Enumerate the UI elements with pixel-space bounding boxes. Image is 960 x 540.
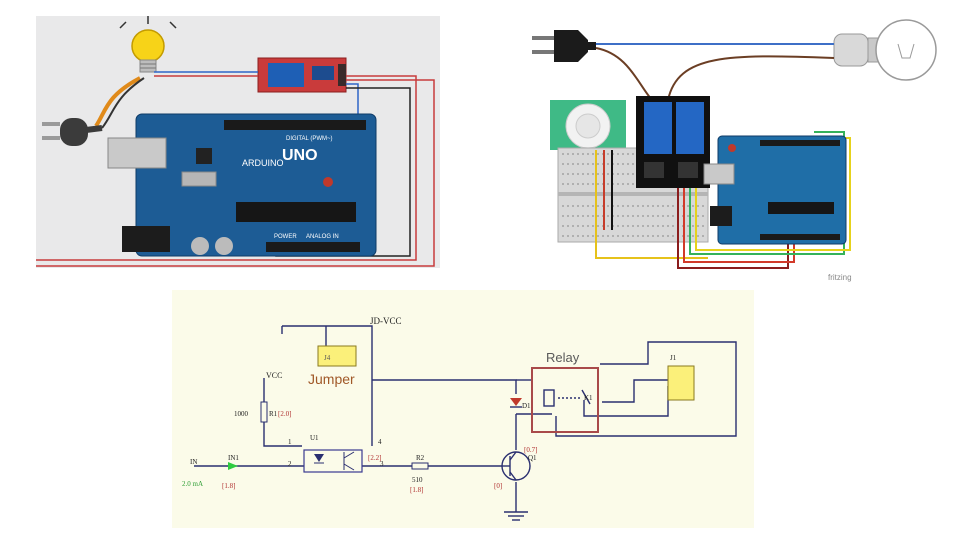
board-brand: ARDUINO <box>242 158 284 168</box>
r1-value: 1000 <box>234 410 249 418</box>
arduino-uno-board: UNO ARDUINO DIGITAL (PWM~) ANALOG IN POW… <box>107 113 377 257</box>
jumper-label: Jumper <box>308 371 355 387</box>
fritzing-credit: fritzing <box>828 273 852 282</box>
fritzing-canvas: fritzing <box>532 19 937 282</box>
j1-connector <box>667 365 695 401</box>
in-led-code: [1.8] <box>222 482 235 490</box>
power-plug-icon <box>42 76 145 146</box>
u1-label: U1 <box>310 434 319 442</box>
q1-code-bottom: [0] <box>494 482 502 490</box>
u1-code: [2.2] <box>368 454 381 462</box>
in-label: IN <box>190 458 197 466</box>
d1-diode <box>510 398 522 406</box>
jd-vcc-label: JD-VCC <box>370 316 402 326</box>
arduino-uno-board <box>703 135 847 245</box>
sensor-wires <box>595 131 851 269</box>
u1-pin2: 2 <box>288 460 292 468</box>
u1-pin1: 1 <box>288 438 292 446</box>
r2-value: 510 <box>412 476 423 484</box>
board-analog-label: ANALOG IN <box>306 234 339 240</box>
light-bulb-icon <box>119 16 177 73</box>
board-name: UNO <box>282 147 318 164</box>
pir-sensor <box>550 100 626 150</box>
r2-resistor <box>411 462 429 470</box>
u1-optocoupler <box>303 449 363 473</box>
r2-code: [1.8] <box>410 486 423 494</box>
u1-pin3: 3 <box>380 460 384 468</box>
in-led-label: IN1 <box>228 454 239 462</box>
vcc-label: VCC <box>266 371 282 380</box>
board-power-label: POWER <box>274 234 297 240</box>
fritzing-breadboard-illustration: fritzing <box>528 14 940 282</box>
u1-pin4: 4 <box>378 438 382 446</box>
jumper-part: J4 <box>324 354 331 362</box>
arduino-relay-illustration: UNO ARDUINO DIGITAL (PWM~) ANALOG IN POW… <box>36 16 440 268</box>
relay-label: Relay <box>546 350 580 365</box>
schematic-canvas: J4 JD-VCC Jumper VCC Relay 1000 R1 [2.0]… <box>182 316 737 521</box>
relay-driver-schematic: J4 JD-VCC Jumper VCC Relay 1000 R1 [2.0]… <box>172 290 754 528</box>
board-digital-label: DIGITAL (PWM~) <box>286 136 333 142</box>
relay-module <box>636 96 710 188</box>
relay-module <box>257 57 347 93</box>
in-current: 2.0 mA <box>182 480 203 488</box>
schematic-wires <box>194 325 737 521</box>
illustration-canvas: UNO ARDUINO DIGITAL (PWM~) ANALOG IN POW… <box>36 16 435 267</box>
light-bulb-icon <box>833 19 937 81</box>
mains-wires <box>595 43 835 101</box>
jumper-block <box>317 345 357 367</box>
power-plug-icon <box>532 30 596 62</box>
r1-name: R1 <box>269 410 278 418</box>
relay-box <box>531 367 599 433</box>
j1-label: J1 <box>670 354 677 362</box>
k1-label: K1 <box>584 394 593 402</box>
q1-code-top: [0.7] <box>524 446 537 454</box>
in-led <box>228 462 238 470</box>
r1-code: [2.0] <box>278 410 291 418</box>
r1-resistor <box>260 401 268 423</box>
d1-label: D1 <box>522 402 531 410</box>
r2-name: R2 <box>416 454 425 462</box>
q1-label: Q1 <box>528 454 537 462</box>
